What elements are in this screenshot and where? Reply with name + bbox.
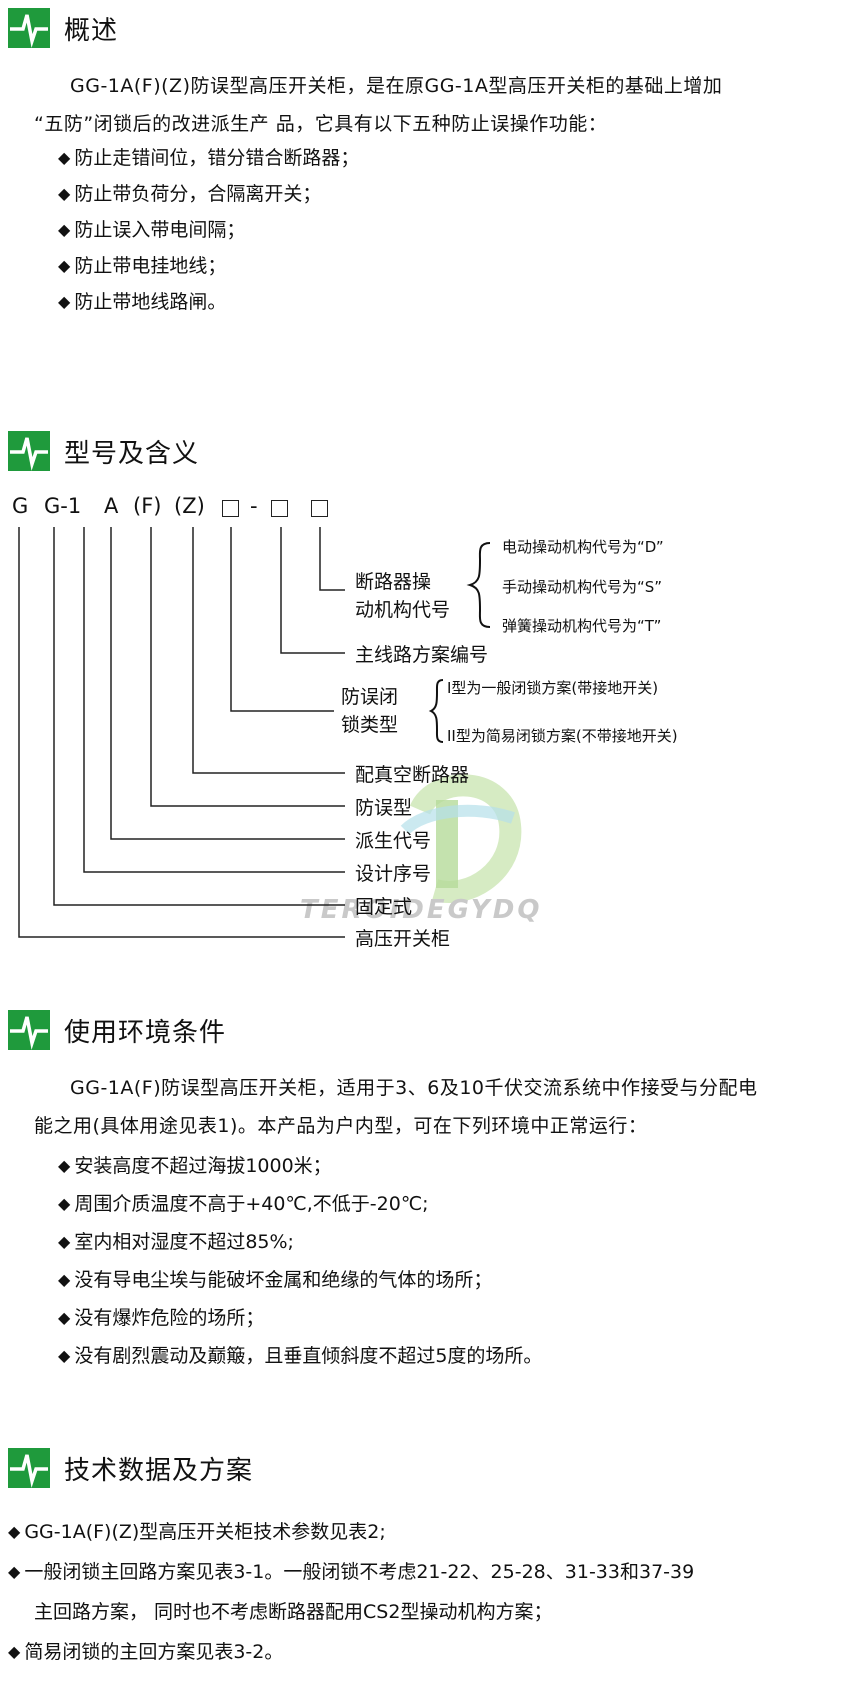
diamond-bullet-icon: ◆ [58, 1156, 71, 1175]
op-mech-s: 手动操动机构代号为“S” [502, 578, 663, 596]
diamond-bullet-icon: ◆ [8, 1642, 21, 1661]
intro-line: “五防”闭锁后的改进派生产 品，它具有以下五种防止误操作功能： [34, 113, 608, 135]
section-title: 使用环境条件 [64, 1017, 227, 1048]
section-lightning-icon [8, 431, 50, 471]
op-mech-t: 弹簧操动机构代号为“T” [502, 617, 662, 635]
list-item: ◆没有爆炸危险的场所； [58, 1299, 542, 1337]
code-placeholder-box [271, 500, 288, 517]
diamond-bullet-icon: ◆ [8, 1522, 21, 1541]
derived-label: 派生代号 [355, 830, 432, 852]
watermark-text: TEROIDEGYDQ [300, 895, 543, 925]
section-lightning-icon [8, 1010, 50, 1050]
list-item: ◆室内相对湿度不超过85%; [58, 1223, 542, 1261]
hv-label: 高压开关柜 [355, 928, 451, 950]
intro-line: GG-1A(F)防误型高压开关柜，适用于3、6及10千伏交流系统中作接受与分配电 [70, 1077, 758, 1099]
env-list: ◆安装高度不超过海拔1000米； ◆周围介质温度不高于+40℃,不低于-20℃;… [58, 1147, 542, 1375]
anti-label: 防误型 [355, 797, 413, 819]
code-letter: (Z) [174, 494, 205, 518]
diamond-bullet-icon: ◆ [58, 1194, 71, 1213]
diamond-bullet-icon: ◆ [58, 1232, 71, 1251]
list-item: ◆一般闭锁主回路方案见表3-1。一般闭锁不考虑21-22、25-28、31-33… [8, 1552, 694, 1592]
section-lightning-icon [8, 1448, 50, 1488]
design-label: 设计序号 [355, 863, 432, 885]
list-item: ◆防止误入带电间隔； [58, 212, 359, 248]
list-item: ◆防止走错间位，错分错合断路器； [58, 140, 359, 176]
list-item: ◆没有剧烈震动及巅簸，且垂直倾斜度不超过5度的场所。 [58, 1337, 542, 1375]
section-heading-env: 使用环境条件 [8, 1010, 226, 1050]
section-heading-tech: 技术数据及方案 [8, 1448, 253, 1488]
code-placeholder-box [311, 500, 328, 517]
section-title: 概述 [64, 15, 119, 46]
diamond-bullet-icon: ◆ [58, 292, 71, 311]
list-item: ◆简易闭锁的主回方案见表3-2。 [8, 1632, 694, 1672]
op-mech-label: 断路器操 动机构代号 [355, 571, 451, 621]
tech-list: ◆GG-1A(F)(Z)型高压开关柜技术参数见表2; ◆一般闭锁主回路方案见表3… [8, 1512, 694, 1672]
list-item: ◆防止带电挂地线； [58, 248, 359, 284]
list-item: ◆周围介质温度不高于+40℃,不低于-20℃; [58, 1185, 542, 1223]
intro-line: GG-1A(F)(Z)防误型高压开关柜，是在原GG-1A型高压开关柜的基础上增加 [70, 75, 723, 97]
fixed-label: 固定式 [355, 896, 413, 918]
list-item: ◆没有导电尘埃与能破坏金属和绝缘的气体的场所； [58, 1261, 542, 1299]
diamond-bullet-icon: ◆ [58, 256, 71, 275]
list-item-continuation: 主回路方案， 同时也不考虑断路器配用CS2型操动机构方案； [34, 1601, 553, 1623]
env-intro: GG-1A(F)防误型高压开关柜，适用于3、6及10千伏交流系统中作接受与分配电… [34, 1069, 758, 1145]
list-item: ◆防止带地线路闸。 [58, 284, 359, 320]
lock-type-label: 防误闭 锁类型 [341, 686, 399, 736]
list-item: ◆安装高度不超过海拔1000米； [58, 1147, 542, 1185]
section-title: 技术数据及方案 [64, 1455, 254, 1486]
code-placeholder-box [222, 500, 239, 517]
code-letter: (F) [133, 494, 162, 518]
lock-type-2: II型为简易闭锁方案(不带接地开关) [447, 727, 678, 745]
diamond-bullet-icon: ◆ [58, 1346, 71, 1365]
watermark-logo-icon [400, 774, 522, 903]
diamond-bullet-icon: ◆ [58, 148, 71, 167]
section-title: 型号及含义 [64, 438, 200, 469]
vacuum-label: 配真空断路器 [355, 764, 470, 786]
list-item: ◆GG-1A(F)(Z)型高压开关柜技术参数见表2; [8, 1512, 694, 1552]
diamond-bullet-icon: ◆ [58, 184, 71, 203]
lock-type-1: I型为一般闭锁方案(带接地开关) [447, 679, 659, 697]
code-letter: A [104, 494, 119, 518]
diamond-bullet-icon: ◆ [58, 1308, 71, 1327]
intro-line: 能之用(具体用途见表1)。本产品为户内型，可在下列环境中正常运行： [34, 1115, 648, 1137]
section-lightning-icon [8, 8, 50, 48]
circuit-label: 主线路方案编号 [355, 644, 489, 666]
diamond-bullet-icon: ◆ [58, 1270, 71, 1289]
diamond-bullet-icon: ◆ [8, 1562, 21, 1581]
overview-list: ◆防止走错间位，错分错合断路器； ◆防止带负荷分，合隔离开关； ◆防止误入带电间… [58, 140, 359, 320]
section-heading-model: 型号及含义 [8, 431, 199, 471]
code-letter: G-1 [44, 494, 82, 518]
overview-intro: GG-1A(F)(Z)防误型高压开关柜，是在原GG-1A型高压开关柜的基础上增加… [34, 67, 723, 143]
op-mech-d: 电动操动机构代号为“D” [502, 538, 664, 556]
code-letter: G [12, 494, 29, 518]
diamond-bullet-icon: ◆ [58, 220, 71, 239]
code-letter: - [250, 494, 258, 518]
section-heading-overview: 概述 [8, 8, 118, 48]
list-item: ◆防止带负荷分，合隔离开关； [58, 176, 359, 212]
